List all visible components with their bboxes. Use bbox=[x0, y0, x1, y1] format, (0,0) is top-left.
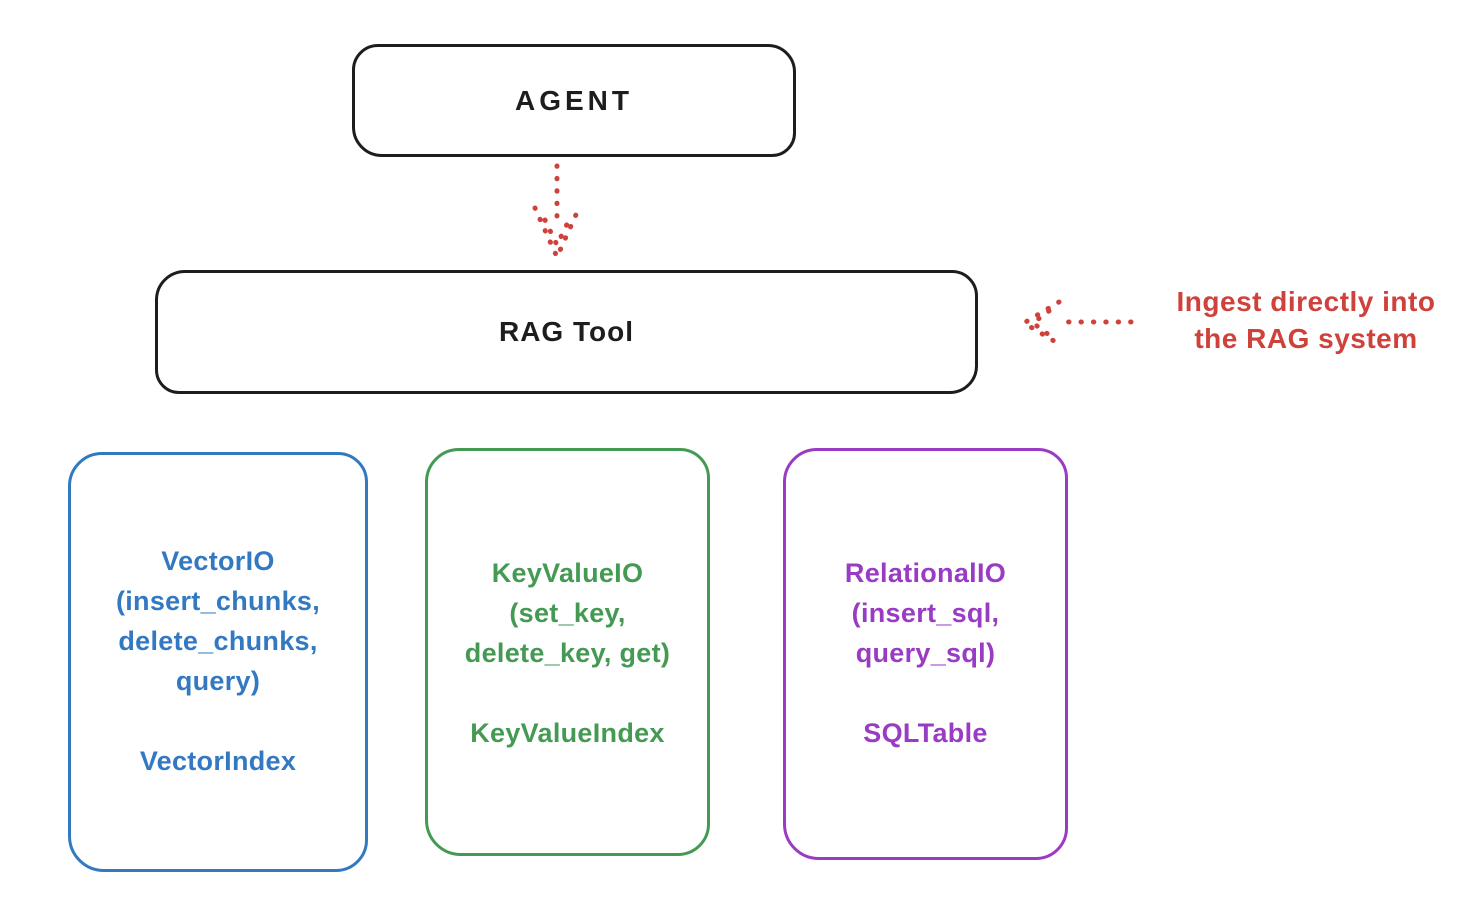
spacer bbox=[428, 673, 707, 713]
ingest-annotation-line: the RAG system bbox=[1194, 323, 1418, 354]
backend-relational-io-box: RelationalIO (insert_sql, query_sql) SQL… bbox=[783, 448, 1068, 860]
backend-name-line: (insert_chunks, bbox=[115, 586, 321, 616]
backend-name-line: KeyValueIO bbox=[491, 558, 644, 588]
rag-tool-label: RAG Tool bbox=[498, 316, 634, 347]
backend-name-line: query) bbox=[175, 666, 261, 696]
backend-name-line: delete_key, get) bbox=[464, 638, 671, 668]
backend-keyvalue-io-box: KeyValueIO (set_key, delete_key, get) Ke… bbox=[425, 448, 710, 856]
backend-name-line: query_sql) bbox=[855, 638, 996, 668]
backend-vector-io-box: VectorIO (insert_chunks, delete_chunks, … bbox=[68, 452, 368, 872]
backend-name-line: delete_chunks, bbox=[118, 626, 318, 656]
backend-name-line: (set_key, bbox=[509, 598, 626, 628]
backend-name-line: RelationalIO bbox=[844, 558, 1007, 588]
backend-name-line: VectorIO bbox=[161, 546, 275, 576]
ingest-annotation-text: Ingest directly into the RAG system bbox=[1128, 283, 1484, 357]
rag-tool-node: RAG Tool bbox=[155, 270, 978, 394]
backend-index-label: KeyValueIndex bbox=[470, 718, 665, 748]
agent-to-ragtool-arrow bbox=[532, 163, 582, 264]
spacer bbox=[71, 701, 365, 741]
backend-name-line: (insert_sql, bbox=[851, 598, 1000, 628]
agent-label: AGENT bbox=[515, 84, 633, 116]
ingest-annotation-arrow bbox=[1019, 299, 1134, 347]
ingest-annotation-line: Ingest directly into bbox=[1176, 286, 1436, 317]
backend-index-label: VectorIndex bbox=[139, 746, 297, 776]
agent-node: AGENT bbox=[352, 44, 796, 157]
backend-index-label: SQLTable bbox=[863, 718, 988, 748]
spacer bbox=[786, 673, 1065, 713]
